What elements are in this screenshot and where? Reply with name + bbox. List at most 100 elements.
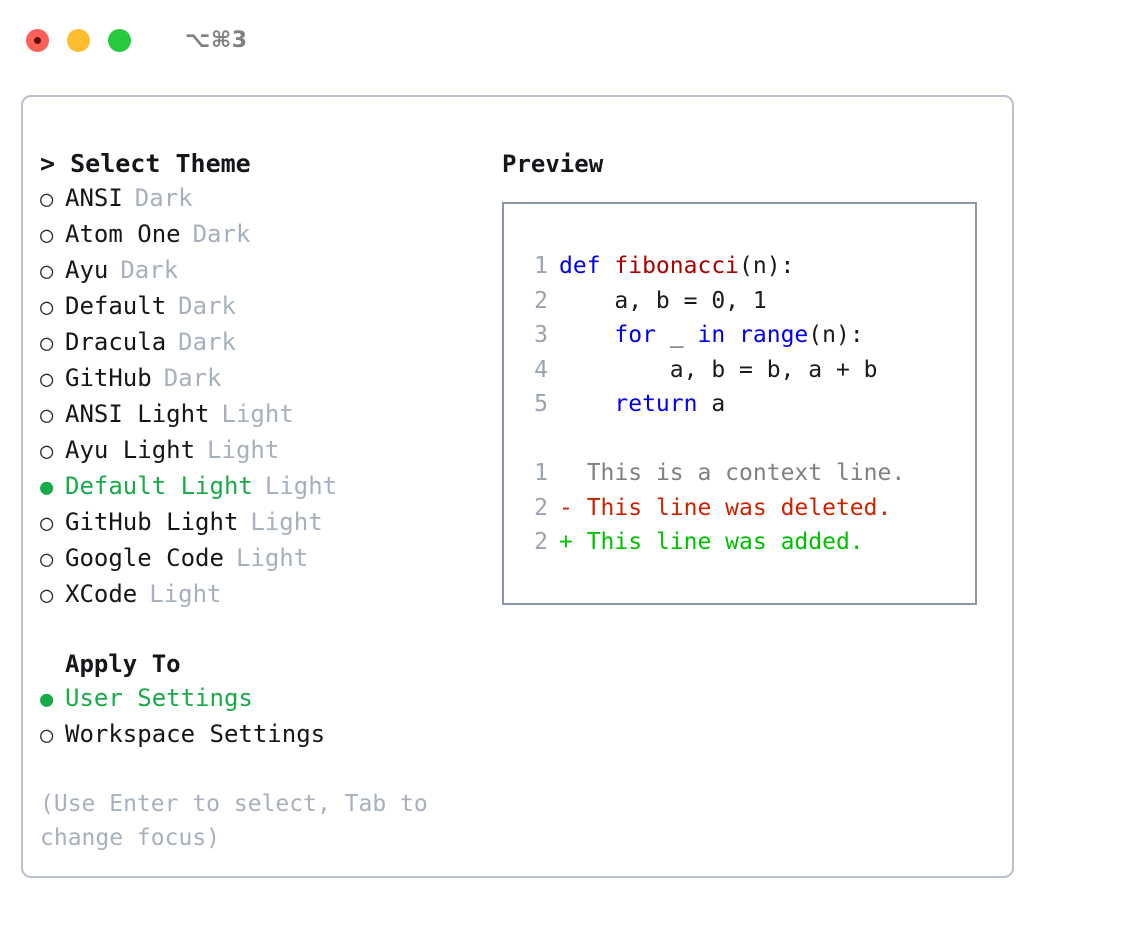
apply-to-item[interactable]: ● User Settings (40, 681, 490, 717)
theme-name: Default Light (65, 472, 253, 500)
code-token: (n): (739, 253, 795, 279)
traffic-lights (26, 28, 131, 52)
diff-marker: - (559, 494, 573, 521)
theme-list-item[interactable]: ○ Default Dark (40, 289, 490, 325)
code-token: a (697, 391, 726, 417)
code-token: for (614, 322, 656, 348)
theme-variant-badge: Light (235, 544, 309, 572)
radio-unselected-icon: ○ (40, 259, 54, 284)
diff-line: 2- This line was deleted. (520, 491, 975, 526)
code-token (725, 322, 739, 348)
radio-unselected-icon: ○ (40, 331, 54, 356)
code-token: (n): (808, 322, 864, 348)
theme-name: XCode (65, 580, 138, 608)
theme-name: Ayu (65, 256, 109, 284)
code-line: 2 a, b = 0, 1 (520, 284, 975, 319)
theme-picker-header: > Select Theme (40, 149, 251, 178)
code-token: fibonacci (614, 253, 740, 279)
code-token: def (559, 253, 615, 279)
diff-text: This line was added. (572, 529, 864, 555)
code-token: a, b = b, a + b (559, 356, 878, 383)
apply-to-label: User Settings (65, 684, 253, 712)
diff-text: This is a context line. (572, 460, 906, 486)
preview-title: Preview (502, 150, 604, 178)
zoom-button[interactable] (108, 28, 131, 52)
theme-name: Google Code (65, 544, 224, 572)
radio-unselected-icon: ○ (40, 547, 54, 572)
radio-unselected-icon: ○ (40, 295, 54, 320)
theme-list-item[interactable]: ○ Atom One Dark (40, 217, 490, 253)
keyboard-hint: (Use Enter to select, Tab to change focu… (40, 791, 442, 851)
diff-marker: + (559, 529, 573, 555)
code-text: return a (559, 387, 725, 422)
theme-name: Default (65, 292, 167, 320)
theme-name: GitHub Light (65, 508, 239, 536)
theme-name: ANSI Light (65, 400, 210, 428)
window-title: ⌥⌘3 (185, 27, 248, 53)
radio-selected-icon: ● (40, 687, 54, 712)
radio-unselected-icon: ○ (40, 187, 54, 212)
theme-name: Atom One (65, 220, 181, 248)
title-bar: ⌥⌘3 (0, 0, 1140, 80)
theme-name: ANSI (65, 184, 123, 212)
theme-variant-badge: Light (250, 508, 323, 536)
code-line: 1 def fibonacci(n): (520, 249, 975, 284)
theme-list-item[interactable]: ○ Ayu Dark (40, 253, 490, 289)
diff-line: 2 + This line was added. (520, 525, 975, 560)
code-line: 3 for _ in range(n): (520, 318, 975, 353)
list-spacer (40, 613, 490, 647)
line-number: 1 (534, 460, 548, 486)
theme-variant-badge: Dark (178, 292, 236, 320)
theme-list-item[interactable]: ○ Google Code Light (40, 541, 490, 577)
code-diff-gap (520, 422, 975, 457)
line-number: 2 (534, 494, 548, 521)
radio-unselected-icon: ○ (40, 223, 54, 248)
apply-to-list: ● User Settings ○Workspace Settings (40, 681, 490, 753)
theme-variant-badge: Dark (163, 364, 222, 392)
radio-unselected-icon: ○ (40, 367, 54, 392)
code-token: in (697, 322, 726, 348)
theme-variant-badge: Dark (134, 184, 193, 212)
line-number: 1 (534, 253, 548, 279)
line-number: 2 (534, 287, 548, 314)
line-number: 2 (534, 529, 548, 555)
radio-unselected-icon: ○ (40, 439, 54, 464)
theme-variant-badge: Dark (178, 328, 236, 356)
theme-name: Ayu Light (65, 436, 196, 464)
code-text: for _ in range(n): (559, 318, 864, 353)
code-token (559, 391, 614, 417)
code-text: a, b = b, a + b (559, 353, 878, 388)
apply-to-item[interactable]: ○Workspace Settings (40, 717, 490, 753)
theme-variant-badge: Light (221, 400, 294, 428)
diff-marker (559, 456, 573, 491)
diff-line: 1 This is a context line. (520, 456, 975, 491)
code-line: 4 a, b = b, a + b (520, 353, 975, 388)
code-token: _ (655, 322, 698, 348)
theme-variant-badge: Dark (120, 256, 179, 284)
diff-sample: 1 This is a context line.2- This line wa… (520, 456, 975, 560)
code-token: range (739, 322, 809, 348)
apply-to-header: Apply To (65, 650, 181, 678)
code-token (559, 322, 614, 348)
apply-to-label: Workspace Settings (65, 720, 326, 748)
line-number: 5 (534, 391, 548, 417)
theme-list-item[interactable]: ● Default Light Light (40, 469, 490, 505)
theme-variant-badge: Light (264, 472, 338, 500)
line-number: 3 (534, 322, 548, 348)
minimize-button[interactable] (67, 28, 90, 52)
radio-selected-icon: ● (40, 475, 54, 500)
theme-variant-badge: Dark (192, 220, 251, 248)
theme-list-item[interactable]: ○ ANSI Dark (40, 181, 490, 217)
close-button[interactable] (26, 28, 49, 52)
